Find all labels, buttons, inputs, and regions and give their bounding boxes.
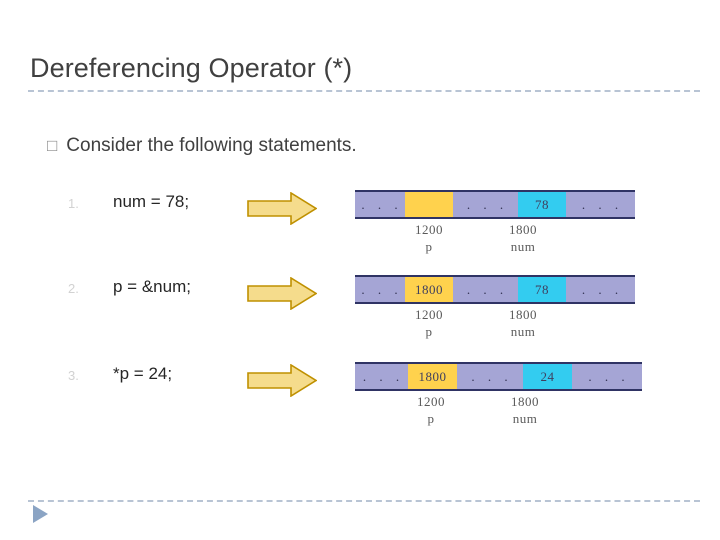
memory-bar: . . . 1800 . . . 78 . . . [355, 275, 635, 304]
title-divider [28, 90, 700, 92]
square-bullet-icon: □ [47, 136, 58, 155]
code-statement: p = &num; [113, 277, 191, 296]
right-block-arrow-icon [247, 364, 317, 397]
memory-dots-middle: . . . [457, 364, 523, 389]
pointer-label: 1200 p [415, 222, 443, 254]
pointer-label: 1200 p [415, 307, 443, 339]
memory-dots-right: . . . [572, 364, 642, 389]
right-block-arrow-icon [247, 277, 317, 310]
memory-labels: 1200 p 1800 num [355, 219, 635, 255]
list-marker: 1. [68, 196, 79, 211]
list-marker: 3. [68, 368, 79, 383]
bullet-item-label: Consider the following statements. [66, 135, 357, 156]
memory-dots-left: . . . [355, 364, 408, 389]
memory-bar: . . . 1800 . . . 24 . . . [355, 362, 642, 391]
memory-dots-right: . . . [566, 192, 635, 217]
page-title: Dereferencing Operator (*) [30, 53, 353, 83]
memory-dots-middle: . . . [453, 277, 518, 302]
right-block-arrow-icon [247, 192, 317, 225]
statement-row: 3. *p = 24; . . . 1800 . . . 24 . . . 12… [0, 362, 720, 452]
memory-bar: . . . . . . 78 . . . [355, 190, 635, 219]
value-label: 1800 num [509, 222, 537, 254]
play-triangle-icon [33, 505, 48, 523]
statement-row: 2. p = &num; . . . 1800 . . . 78 . . . 1… [0, 275, 720, 365]
memory-cell-pointer: 1800 [408, 364, 457, 389]
pointer-label: 1200 p [417, 394, 445, 426]
bullet-item: □ Consider the following statements. [47, 134, 357, 158]
memory-dots-right: . . . [566, 277, 635, 302]
memory-diagram: . . . 1800 . . . 24 . . . 1200 p 1800 nu… [355, 362, 642, 427]
list-marker: 2. [68, 281, 79, 296]
code-statement: *p = 24; [113, 364, 173, 383]
value-label: 1800 num [509, 307, 537, 339]
footer-divider [28, 500, 700, 502]
memory-cell-pointer: 1800 [405, 277, 453, 302]
memory-labels: 1200 p 1800 num [355, 391, 642, 427]
memory-labels: 1200 p 1800 num [355, 304, 635, 340]
memory-dots-left: . . . [355, 192, 405, 217]
statement-row: 1. num = 78; . . . . . . 78 . . . 1200 p… [0, 190, 720, 280]
memory-cell-value: 78 [518, 192, 566, 217]
code-statement: num = 78; [113, 192, 190, 211]
memory-cell-pointer [405, 192, 453, 217]
value-label: 1800 num [511, 394, 539, 426]
memory-cell-value: 78 [518, 277, 566, 302]
memory-cell-value: 24 [523, 364, 572, 389]
memory-diagram: . . . . . . 78 . . . 1200 p 1800 num [355, 190, 635, 255]
memory-diagram: . . . 1800 . . . 78 . . . 1200 p 1800 nu… [355, 275, 635, 340]
memory-dots-left: . . . [355, 277, 405, 302]
memory-dots-middle: . . . [453, 192, 518, 217]
